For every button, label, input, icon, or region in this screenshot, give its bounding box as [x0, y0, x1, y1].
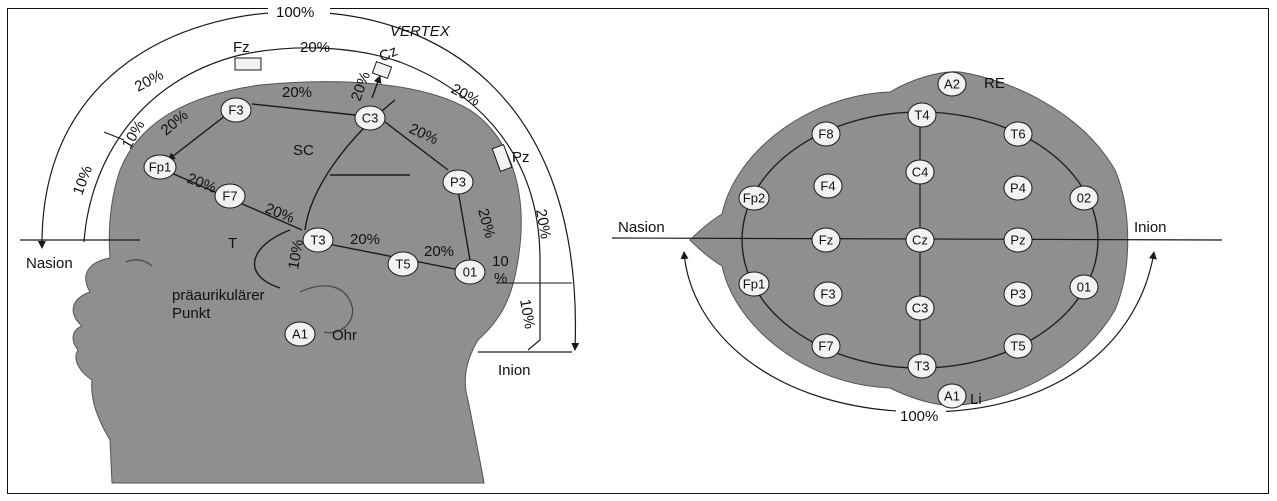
electrode-c3: C3 [355, 106, 385, 130]
label-cz: Cz [377, 42, 401, 65]
electrode-fz-top: Fz [812, 228, 840, 252]
svg-text:P3: P3 [450, 175, 466, 190]
electrode-c4-top: C4 [906, 160, 934, 184]
electrode-fp2-top: Fp2 [739, 186, 769, 210]
svg-text:Fp1: Fp1 [743, 277, 765, 292]
electrode-a1-top: A1 [938, 384, 966, 408]
electrode-f3: F3 [221, 98, 251, 122]
electrode-t6-top: T6 [1004, 122, 1032, 146]
svg-text:Fp2: Fp2 [743, 191, 765, 206]
electrode-cz-top: Cz [906, 228, 934, 252]
pct-f3-c3: 20% [282, 84, 312, 101]
electrode-p3-top: P3 [1004, 282, 1032, 306]
pct-pz-inion: 20% [532, 208, 554, 241]
top-view: 100% Nasion Inion RE Li A2 T4 F8 T6 C4 F… [612, 72, 1222, 425]
label-pz: Pz [512, 149, 530, 166]
svg-text:F4: F4 [820, 179, 835, 194]
svg-text:F3: F3 [820, 287, 835, 302]
svg-text:F7: F7 [222, 189, 237, 204]
electrode-c3-top: C3 [906, 296, 934, 320]
electrode-f4-top: F4 [814, 174, 842, 198]
label-preauricular-2: Punkt [172, 305, 211, 322]
electrode-pz-top: Pz [1004, 228, 1032, 252]
svg-text:T3: T3 [310, 233, 325, 248]
electrode-p3: P3 [443, 170, 473, 194]
electrode-t3: T3 [303, 228, 333, 252]
label-t: T [228, 235, 237, 252]
label-fz: Fz [233, 39, 250, 56]
label-inion-top: Inion [1134, 219, 1167, 236]
svg-text:Pz: Pz [1010, 233, 1025, 248]
svg-text:T4: T4 [914, 108, 929, 123]
electrode-t4-top: T4 [908, 103, 936, 127]
svg-text:T6: T6 [1010, 127, 1025, 142]
svg-text:T5: T5 [1010, 339, 1025, 354]
pct-100-top: 100% [900, 408, 938, 425]
fz-marker [235, 58, 261, 70]
label-nasion-side: Nasion [26, 255, 73, 272]
electrode-o1: 01 [455, 260, 485, 284]
label-inion-side: Inion [498, 362, 531, 379]
svg-text:C3: C3 [362, 111, 379, 126]
label-right: RE [984, 75, 1005, 92]
electrode-f8-top: F8 [812, 122, 840, 146]
electrode-f3-top: F3 [814, 282, 842, 306]
svg-text:F8: F8 [818, 127, 833, 142]
svg-text:F3: F3 [228, 103, 243, 118]
svg-text:C4: C4 [912, 165, 929, 180]
electrode-o1-top: 01 [1070, 275, 1098, 299]
label-left: Li [970, 391, 982, 408]
svg-text:T3: T3 [914, 359, 929, 374]
pct-nasion-outer: 10% [70, 163, 96, 197]
svg-text:Fz: Fz [819, 233, 833, 248]
svg-text:A1: A1 [944, 389, 960, 404]
label-nasion-top: Nasion [618, 219, 665, 236]
label-preauricular-1: präaurikulärer [172, 287, 265, 304]
label-sc: SC [293, 142, 314, 159]
pct-inion-outer: 10% [516, 298, 538, 331]
electrode-f7-top: F7 [812, 334, 840, 358]
label-ear: Ohr [332, 327, 357, 344]
svg-text:P3: P3 [1010, 287, 1026, 302]
svg-text:02: 02 [1077, 191, 1091, 206]
pct-o1-lower-b: % [494, 270, 507, 287]
pct-100-side: 100% [276, 4, 314, 21]
electrode-t3-top: T3 [908, 354, 936, 378]
pct-t5-o1: 20% [424, 243, 454, 260]
svg-text:Fp1: Fp1 [149, 160, 171, 175]
svg-text:01: 01 [463, 265, 477, 280]
svg-text:A2: A2 [944, 77, 960, 92]
svg-text:F7: F7 [818, 339, 833, 354]
pct-o1-lower-a: 10 [492, 253, 509, 270]
label-vertex: VERTEX [390, 23, 451, 40]
electrode-t5: T5 [388, 252, 418, 276]
svg-text:C3: C3 [912, 301, 929, 316]
svg-text:A1: A1 [292, 327, 308, 342]
electrode-fp1-top: Fp1 [739, 272, 769, 296]
pct-fz-cz: 20% [300, 39, 330, 56]
pct-t3-t5: 20% [350, 231, 380, 248]
electrode-t5-top: T5 [1004, 334, 1032, 358]
svg-text:Cz: Cz [912, 233, 928, 248]
side-view: 100% Fz VERTEX Cz Pz Nasion Inion 20% 20… [20, 2, 575, 483]
electrode-a1: A1 [285, 322, 315, 346]
electrode-o2-top: 02 [1070, 186, 1098, 210]
svg-text:P4: P4 [1010, 181, 1026, 196]
electrode-p4-top: P4 [1004, 176, 1032, 200]
pct-nasion-fz: 20% [132, 66, 166, 95]
svg-text:01: 01 [1077, 280, 1091, 295]
electrode-a2-top: A2 [938, 72, 966, 96]
electrode-f7: F7 [215, 184, 245, 208]
electrode-fp1: Fp1 [144, 155, 176, 179]
svg-text:T5: T5 [395, 257, 410, 272]
